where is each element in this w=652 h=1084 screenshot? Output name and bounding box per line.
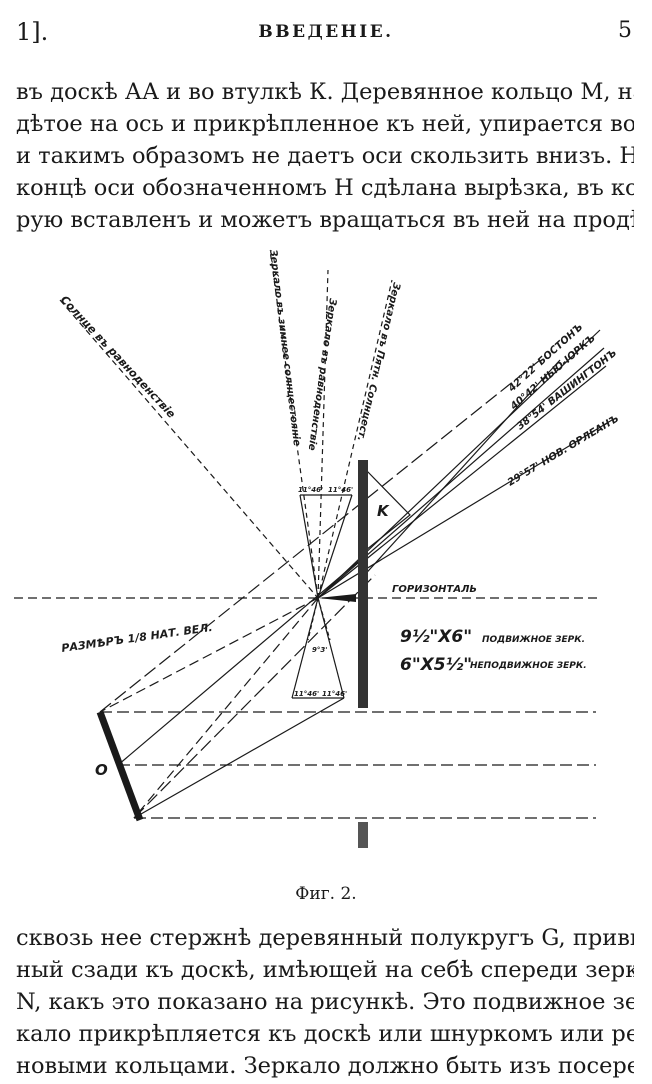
label-angle: 11°46' — [322, 690, 347, 698]
ray-line — [117, 559, 361, 766]
label-horizon: ГОРИЗОНТАЛЬ — [392, 584, 477, 595]
sun-ray — [59, 299, 319, 599]
figure-caption: Фиг. 2. — [295, 884, 357, 904]
mirror-diagram: Солнце въ равноденствіе Зеркало въ зимне… — [14, 249, 621, 848]
label-scale: РАЗМѢРЪ 1/8 НАТ. ВЕЛ. — [61, 621, 214, 655]
fan-line — [317, 597, 331, 641]
fan-line — [317, 494, 353, 599]
vertical-board-base — [358, 822, 368, 848]
fan-line — [269, 249, 319, 599]
label-o: O — [95, 761, 108, 779]
label-fixed: НЕПОДВИЖНОЕ ЗЕРК. — [470, 661, 587, 671]
label-mirror-winter: Зеркало въ зимнее солнцестояніе — [267, 249, 302, 447]
text-line: кало прикрѣпляется къ доскѣ или шнуркомъ… — [16, 1021, 634, 1047]
fan-line — [307, 597, 319, 641]
text-line: рую вставленъ и можетъ вращаться въ ней … — [16, 207, 634, 233]
label-mirror-equinox: Зеркало въ равноденствіе — [306, 298, 338, 452]
text-line: и такимъ образомъ не даетъ оси скользить… — [16, 143, 634, 169]
text-line: сквозь нее стержнѣ деревянный полукругъ … — [16, 925, 634, 951]
fan-line — [299, 494, 319, 599]
ray-line — [133, 697, 345, 819]
label-angle: 11°46' — [328, 486, 353, 494]
ray-line — [133, 574, 376, 819]
label-angle: 9°3' — [312, 646, 327, 654]
section-number: 1]. — [16, 18, 49, 46]
label-fixed-size: 6"X5½" — [400, 655, 472, 675]
vertical-board — [358, 460, 368, 708]
text-line: дѣтое на ось и прикрѣпленное къ ней, упи… — [16, 111, 634, 137]
fan-line — [317, 279, 393, 599]
page-number: 5 — [618, 18, 632, 43]
ray-line — [99, 359, 541, 713]
running-title: ВВЕДЕНІЕ. — [258, 22, 394, 42]
label-movable-size: 9½"X6" — [400, 627, 472, 647]
label-k: K — [377, 502, 390, 520]
ray-line — [133, 597, 319, 819]
text-line: новыми кольцами. Зеркало должно быть изъ… — [16, 1053, 634, 1079]
label-sun-equinox: Солнце въ равноденствіе — [58, 293, 179, 421]
page-header: 1]. ВВЕДЕНІЕ. 5 — [0, 0, 652, 60]
label-mirror-feast: Зеркало въ Пятн. Солнцест. — [355, 281, 402, 442]
ray-line — [99, 597, 319, 713]
text-line: концѣ оси обозначенномъ Н сдѣлана вырѣзк… — [16, 175, 634, 201]
text-line: ный сзади къ доскѣ, имѣющей на себѣ спер… — [16, 957, 634, 983]
text-line: въ доскѣ АА и во втулкѣ К. Деревянное ко… — [16, 79, 634, 105]
text-line: N, какъ это показано на рисункѣ. Это под… — [16, 989, 634, 1015]
label-angle: 11°46' — [294, 690, 319, 698]
arrow-icon — [318, 594, 356, 602]
label-movable: ПОДВИЖНОЕ ЗЕРК. — [482, 635, 585, 645]
body-text-top: въ доскѣ АА и во втулкѣ К. Деревянное ко… — [16, 76, 634, 236]
body-text-bottom: сквозь нее стержнѣ деревянный полукругъ … — [16, 922, 634, 1082]
figure-diagram: Солнце въ равноденствіе Зеркало въ зимне… — [0, 230, 652, 870]
fixed-mirror — [96, 710, 144, 822]
label-angle: 11°46' — [298, 486, 323, 494]
city-line — [359, 359, 561, 581]
fan-line — [317, 269, 329, 599]
